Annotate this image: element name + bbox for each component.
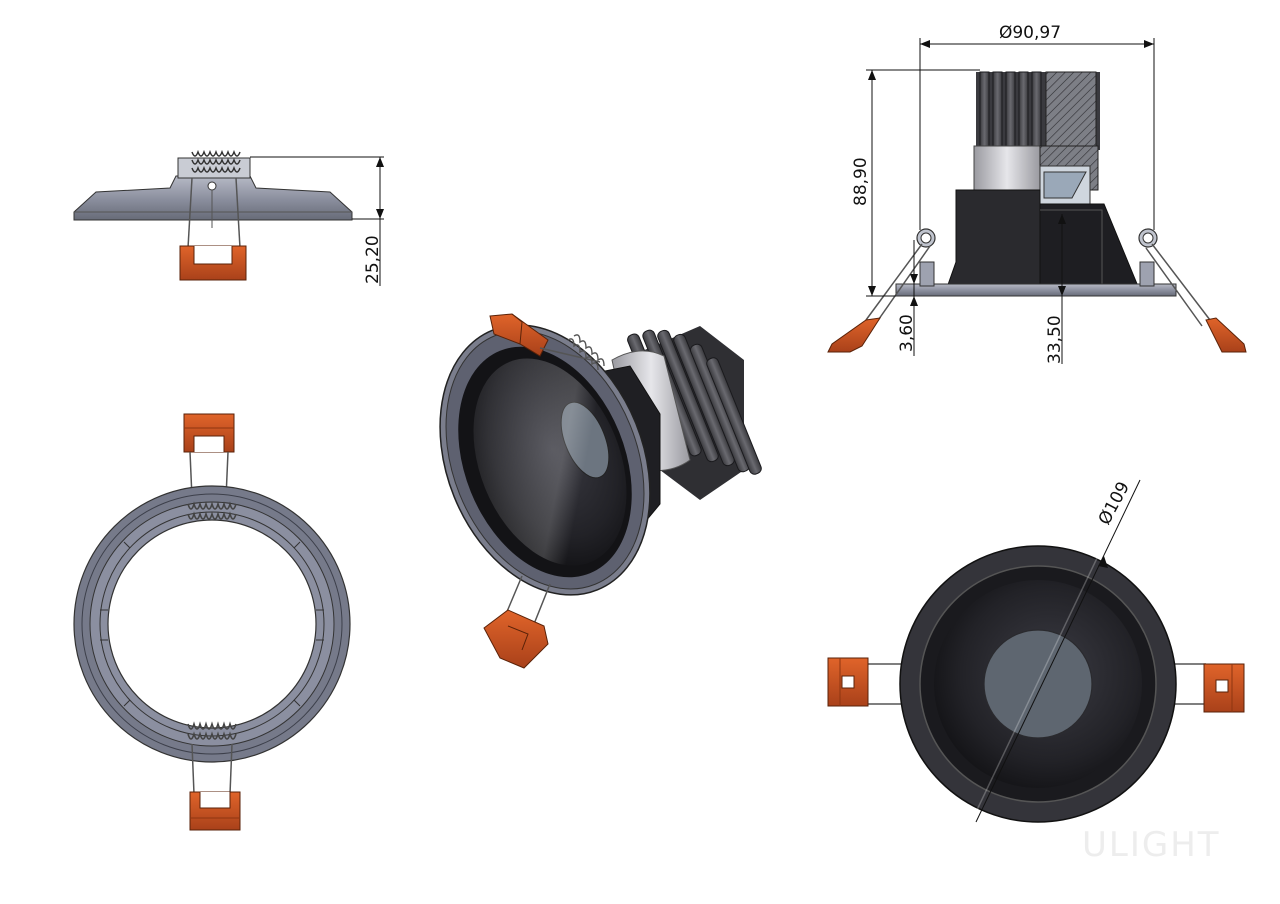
spring-icon bbox=[567, 334, 605, 371]
spring-clip-icon bbox=[1203, 663, 1245, 713]
spring-clip-icon bbox=[189, 791, 241, 831]
spring-clip-icon bbox=[483, 609, 549, 669]
spring-clip-icon bbox=[827, 317, 1247, 353]
spring-clip-icon bbox=[489, 313, 549, 357]
isometric-view bbox=[439, 313, 762, 669]
dim-flange-thickness: 3,60 bbox=[897, 314, 917, 352]
dim-clip-height: 25,20 bbox=[363, 235, 383, 284]
section-view: Ø90,97 88,90 3,60 33,50 bbox=[827, 23, 1247, 364]
watermark-logo: ULIGHT bbox=[1082, 825, 1221, 865]
spring-clip-icon bbox=[183, 413, 235, 453]
side-view-ring: 25,20 bbox=[73, 149, 384, 286]
dim-diameter-front: Ø109 bbox=[1095, 478, 1134, 528]
dim-total-height: 88,90 bbox=[851, 157, 871, 206]
spring-icon bbox=[187, 501, 237, 740]
spring-clip-icon bbox=[179, 245, 247, 281]
spring-clip-icon bbox=[827, 657, 869, 707]
dim-diameter-top: Ø90,97 bbox=[999, 23, 1061, 43]
heatsink-fins bbox=[976, 71, 1100, 161]
dim-body-height: 33,50 bbox=[1045, 315, 1065, 364]
spring-icon bbox=[191, 149, 241, 173]
top-view-ring bbox=[73, 413, 351, 831]
front-view: Ø109 bbox=[827, 478, 1245, 823]
